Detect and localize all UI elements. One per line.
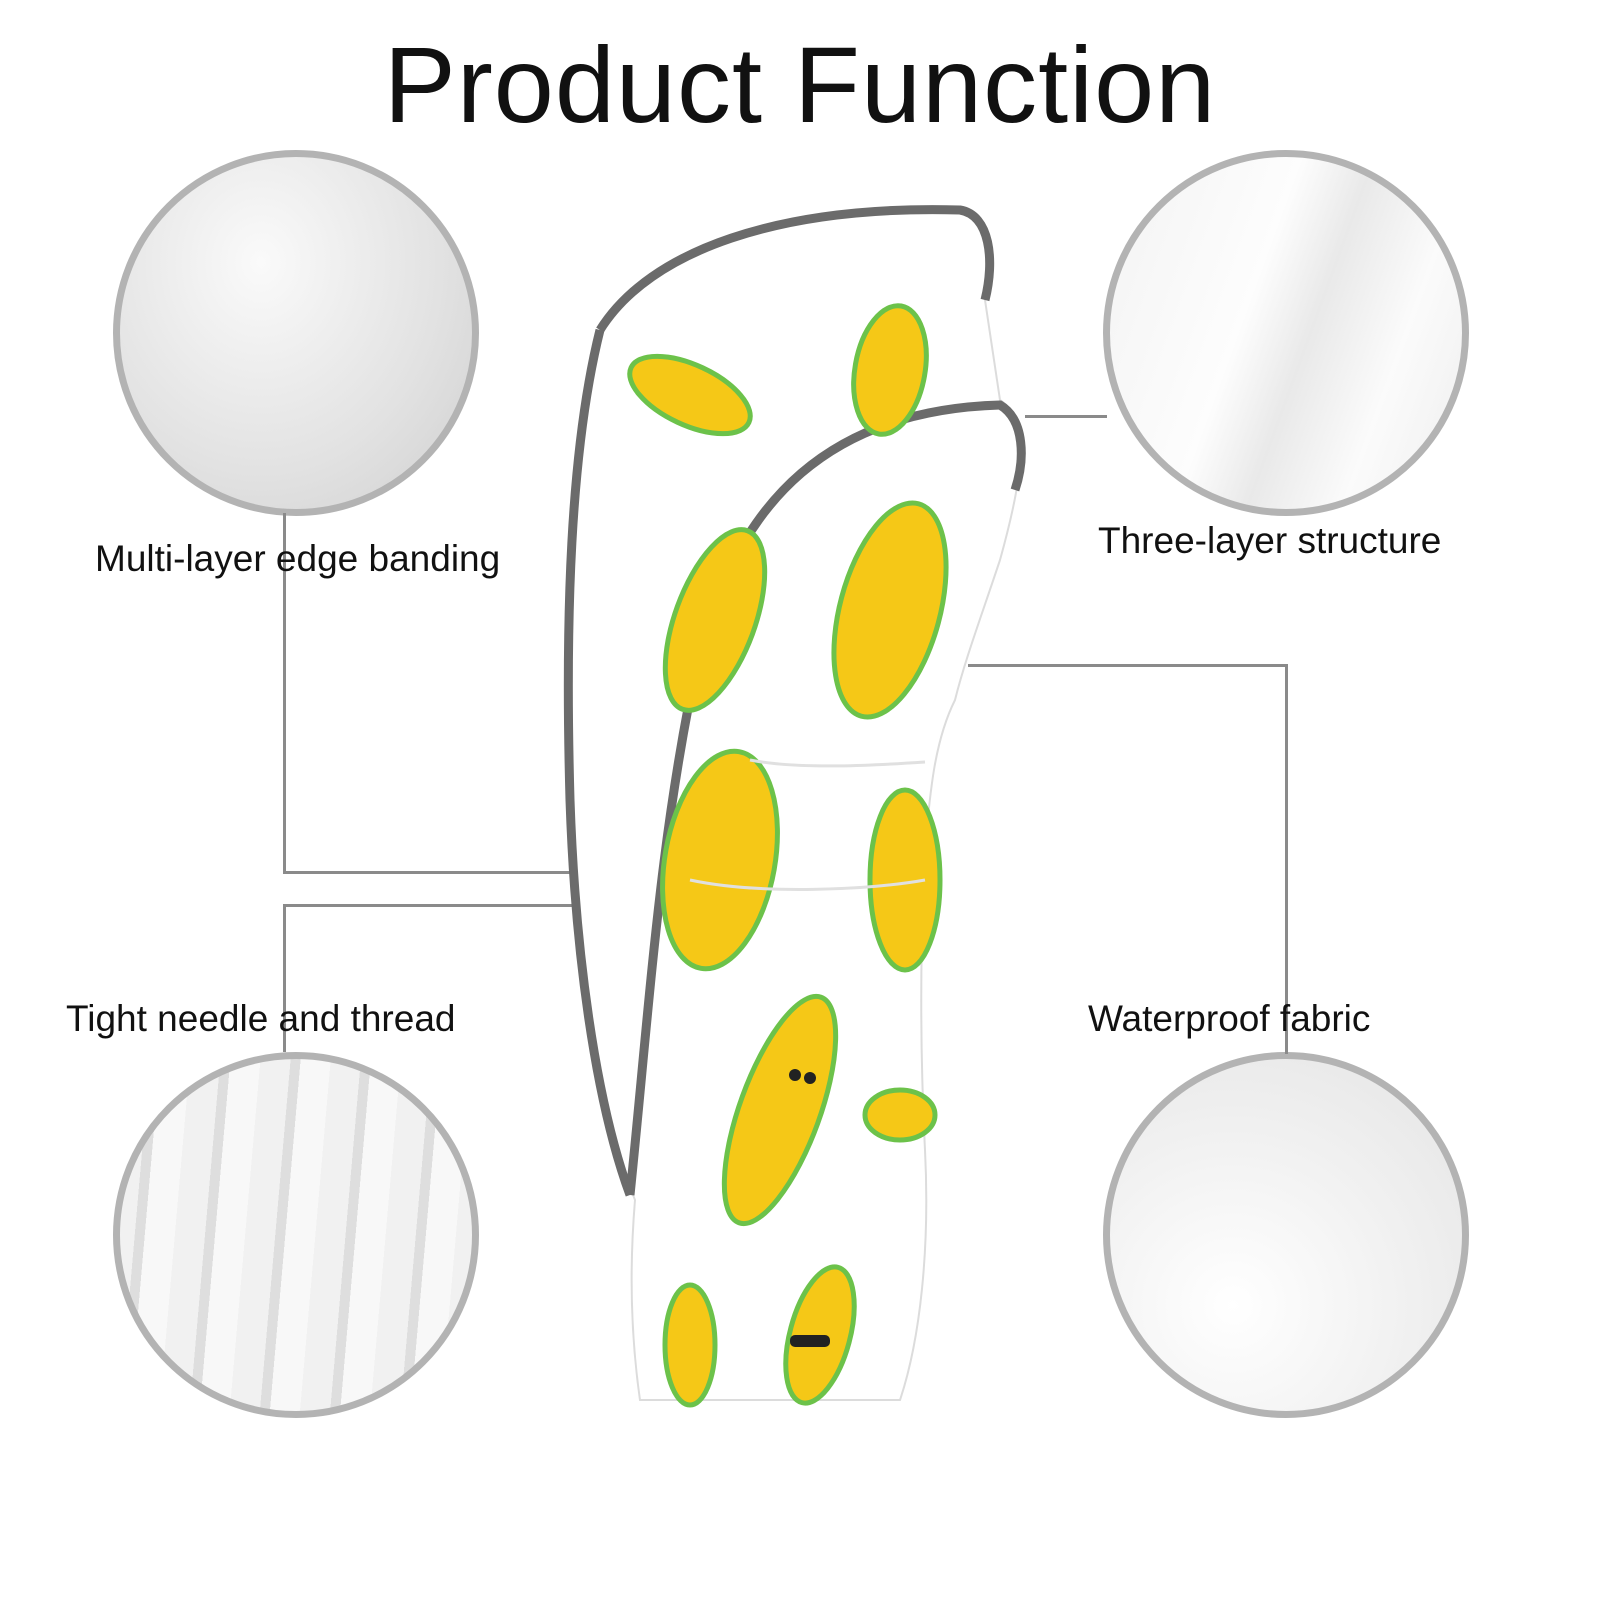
- page-title: Product Function: [383, 24, 1217, 145]
- connector-line: [1025, 415, 1107, 418]
- connector-line: [1285, 664, 1288, 1054]
- feature-label-needle-thread: Tight needle and thread: [66, 998, 456, 1039]
- connector-line: [283, 904, 593, 907]
- three-layer-detail-image: [1103, 150, 1469, 516]
- feature-label-three-layer: Three-layer structure: [1098, 520, 1442, 561]
- waterproof-detail-image: [1103, 1052, 1469, 1418]
- feature-label-waterproof: Waterproof fabric: [1088, 998, 1371, 1039]
- needle-thread-detail-image: [113, 1052, 479, 1418]
- connector-line: [283, 871, 593, 874]
- feature-label-edge-banding: Multi-layer edge banding: [95, 538, 501, 579]
- connector-line: [283, 513, 286, 873]
- edge-banding-detail-image: [113, 150, 479, 516]
- connector-line: [283, 904, 286, 1052]
- connector-line: [968, 664, 1288, 667]
